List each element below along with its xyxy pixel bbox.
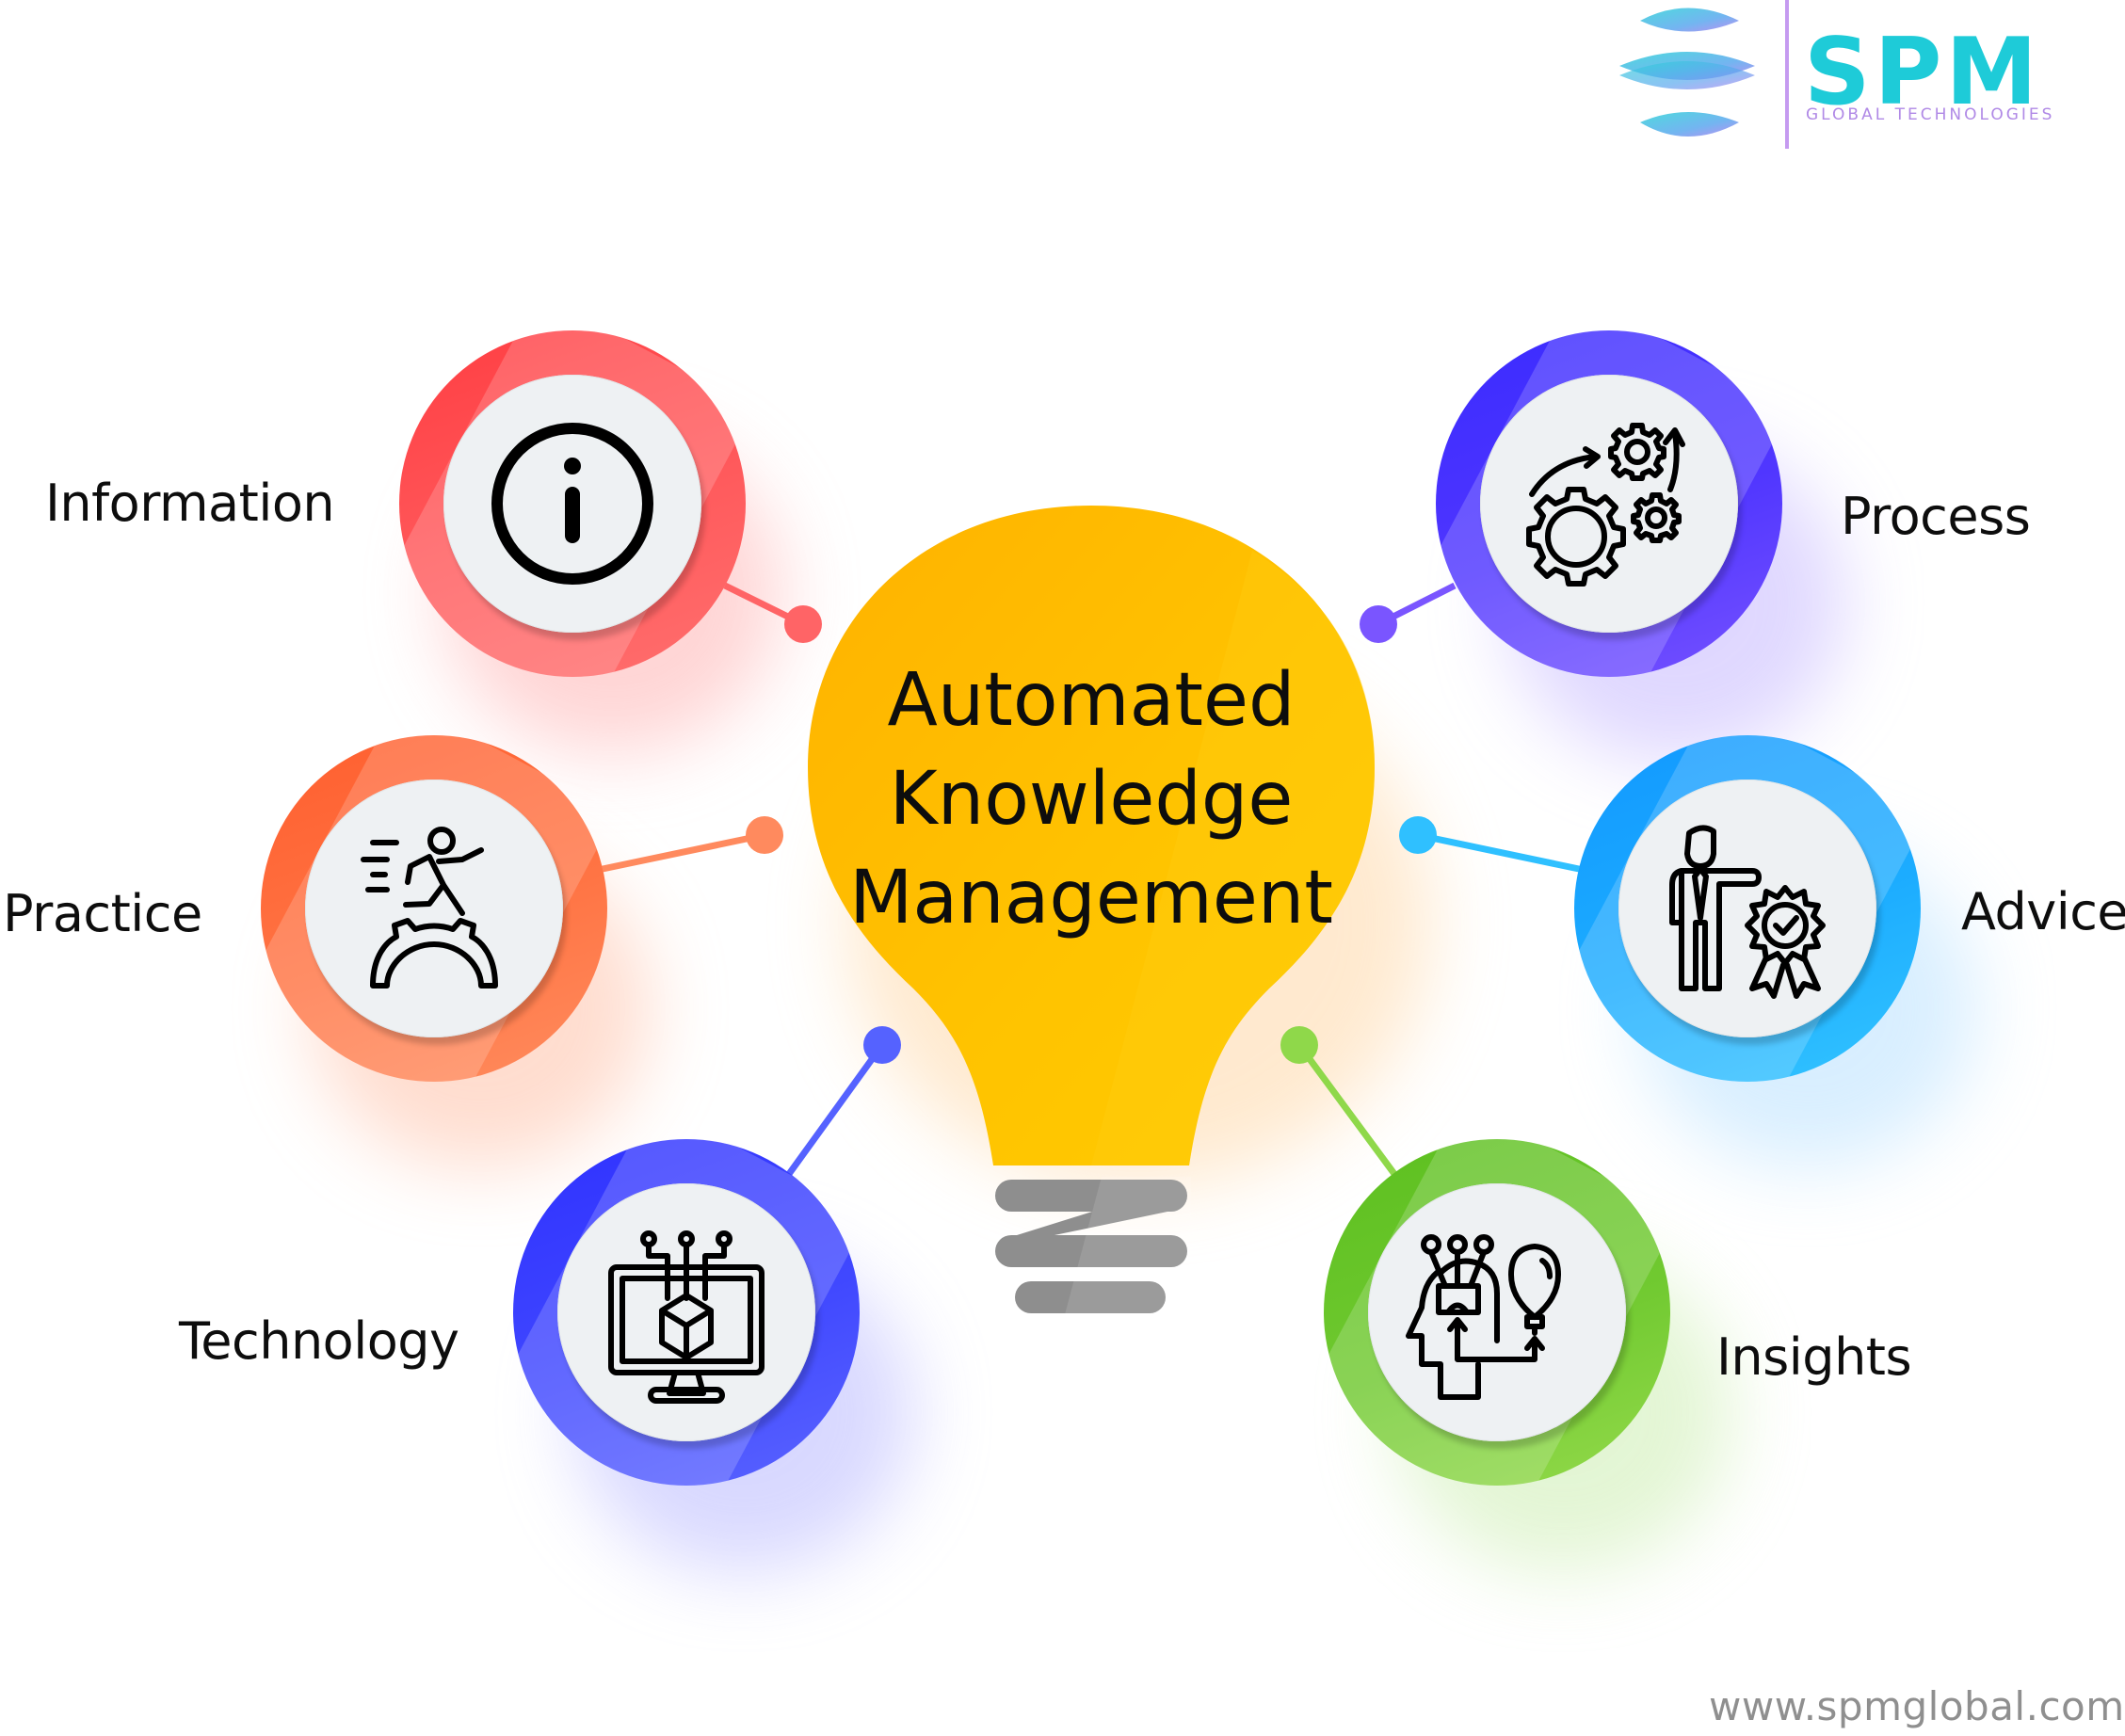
- label-information: Information: [45, 474, 335, 533]
- label-advice: Advice: [1961, 882, 2125, 941]
- lightbulb: [808, 506, 1375, 1318]
- connector-dot-process: [1360, 605, 1397, 643]
- node-process: [1436, 330, 1782, 677]
- logo-tagline: GLOBAL TECHNOLOGIES: [1806, 105, 2055, 124]
- label-process: Process: [1841, 487, 2031, 546]
- consultant-badge-icon: [1669, 825, 1826, 999]
- gears-arrows-icon: [1526, 423, 1685, 587]
- label-practice: Practice: [3, 884, 202, 943]
- node-insights: [1324, 1139, 1670, 1486]
- logo-divider: [1785, 0, 1789, 149]
- node-technology: [513, 1139, 860, 1486]
- monitor-cube-circuit-icon: [608, 1230, 765, 1404]
- head-lightbulb-icon: [1406, 1234, 1561, 1400]
- title-line-2: Knowledge: [889, 757, 1294, 842]
- title-line-1: Automated: [887, 658, 1296, 743]
- bulb-base: [995, 1180, 1187, 1313]
- connector-dot-technology: [863, 1026, 901, 1064]
- bulb-glass: [808, 506, 1375, 1165]
- footer-url: www.spmglobal.com: [1709, 1683, 2125, 1729]
- node-information: [399, 330, 746, 677]
- runner-over-gear-icon: [361, 827, 498, 989]
- connector-dot-insights: [1280, 1026, 1318, 1064]
- spm-logo-emblem: [1619, 8, 1755, 137]
- connector-dot-practice: [746, 816, 783, 854]
- title-line-3: Management: [849, 856, 1333, 940]
- label-insights: Insights: [1716, 1327, 1912, 1387]
- label-technology: Technology: [179, 1311, 459, 1371]
- node-practice: [261, 735, 607, 1082]
- logo-wordmark: SPM: [1804, 19, 2041, 126]
- central-title: Automated Knowledge Management: [808, 651, 1375, 948]
- info-icon: [491, 423, 653, 585]
- node-advice: [1574, 735, 1921, 1082]
- connector-dot-advice: [1399, 816, 1437, 854]
- connector-dot-information: [784, 605, 822, 643]
